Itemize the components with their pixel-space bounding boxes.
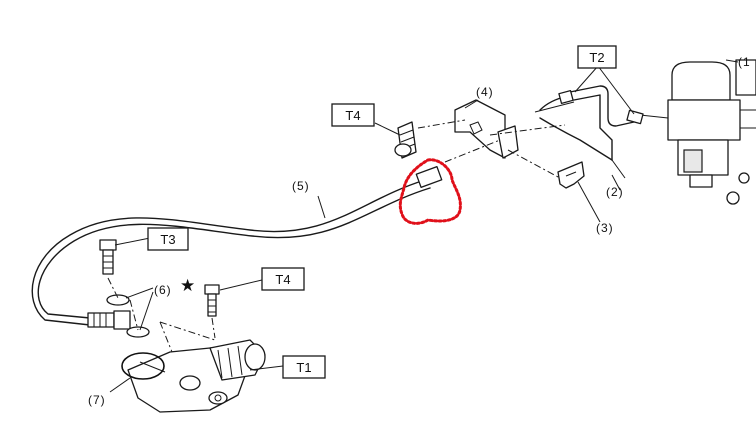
- torque-text-t4-lower: T4: [275, 272, 290, 287]
- upper-bolt: [394, 121, 417, 159]
- callout-1: (1: [738, 55, 751, 69]
- torque-label-t2: T2: [577, 45, 617, 69]
- torque-label-t3: T3: [147, 227, 189, 251]
- union-bolt: [99, 239, 150, 338]
- callout-5: (5): [292, 179, 310, 193]
- torque-label-t1: T1: [282, 355, 326, 379]
- red-highlight-mark: [398, 158, 462, 225]
- circle-highlight-mark: [121, 352, 165, 380]
- torque-text-t2: T2: [589, 50, 604, 65]
- torque-text-t1: T1: [296, 360, 311, 375]
- hose-clip: [557, 161, 585, 189]
- assembly-lines-upper: [417, 119, 566, 179]
- callout-7: (7): [88, 393, 106, 407]
- pipe-bracket: [454, 99, 519, 159]
- callout-6: (6): [154, 283, 172, 297]
- torque-text-t3: T3: [160, 232, 175, 247]
- callout-2: (2): [606, 185, 624, 199]
- clutch-hose: [31, 166, 443, 330]
- torque-text-t4-upper: T4: [345, 108, 360, 123]
- master-cylinder: [639, 59, 756, 205]
- torque-label-t4-lower: T4: [261, 267, 305, 291]
- callout-3: (3): [596, 221, 614, 235]
- torque-label-t4-upper: T4: [331, 103, 375, 127]
- callout-4: (4): [476, 85, 494, 99]
- operating-cylinder-bolt: [159, 284, 220, 341]
- operating-cylinder: [127, 321, 266, 413]
- leader-lines: [109, 59, 739, 393]
- clutch-pipe: [534, 85, 644, 179]
- star-icon: ★: [180, 276, 195, 296]
